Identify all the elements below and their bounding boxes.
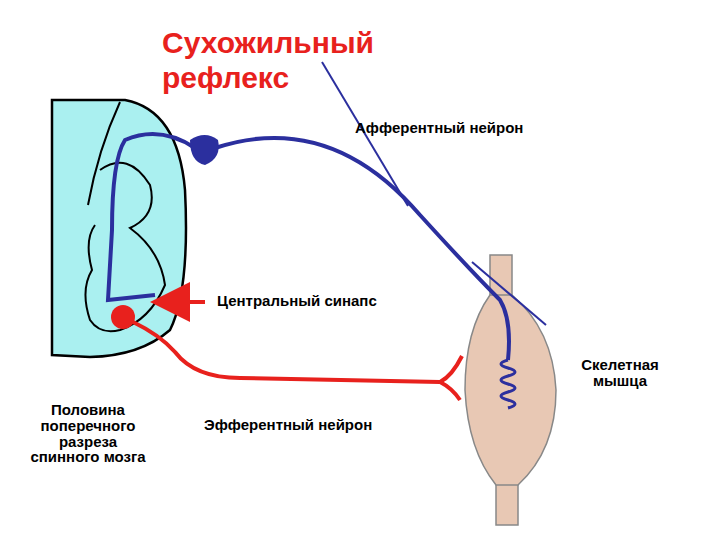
synapse-label: Центральный синапс bbox=[217, 293, 377, 309]
neuron-label: Афферентный нейрон bbox=[355, 120, 523, 136]
motor-neuron-body bbox=[111, 305, 135, 329]
skeletal-muscle bbox=[465, 295, 556, 485]
efferent-axon bbox=[133, 322, 440, 382]
motor-end-plate bbox=[440, 356, 462, 400]
lower-tendon bbox=[496, 480, 518, 525]
afferent-central-branch bbox=[108, 134, 195, 300]
muscle-label: Скелетная мышца bbox=[565, 357, 675, 389]
muscle-spindle-coil bbox=[501, 360, 515, 408]
afferent-axon bbox=[215, 138, 509, 360]
diagram-title: Сухожильный рефлекс bbox=[162, 26, 402, 95]
neuron-label: Эфферентный нейрон bbox=[204, 417, 372, 433]
leader-line bbox=[472, 262, 546, 325]
spinal-cord-label: Половина поперечного разреза спинного мо… bbox=[28, 402, 148, 465]
synapse-pointer bbox=[166, 300, 205, 304]
spinal-ganglion bbox=[190, 135, 219, 165]
spinal-cord-section bbox=[52, 100, 186, 357]
